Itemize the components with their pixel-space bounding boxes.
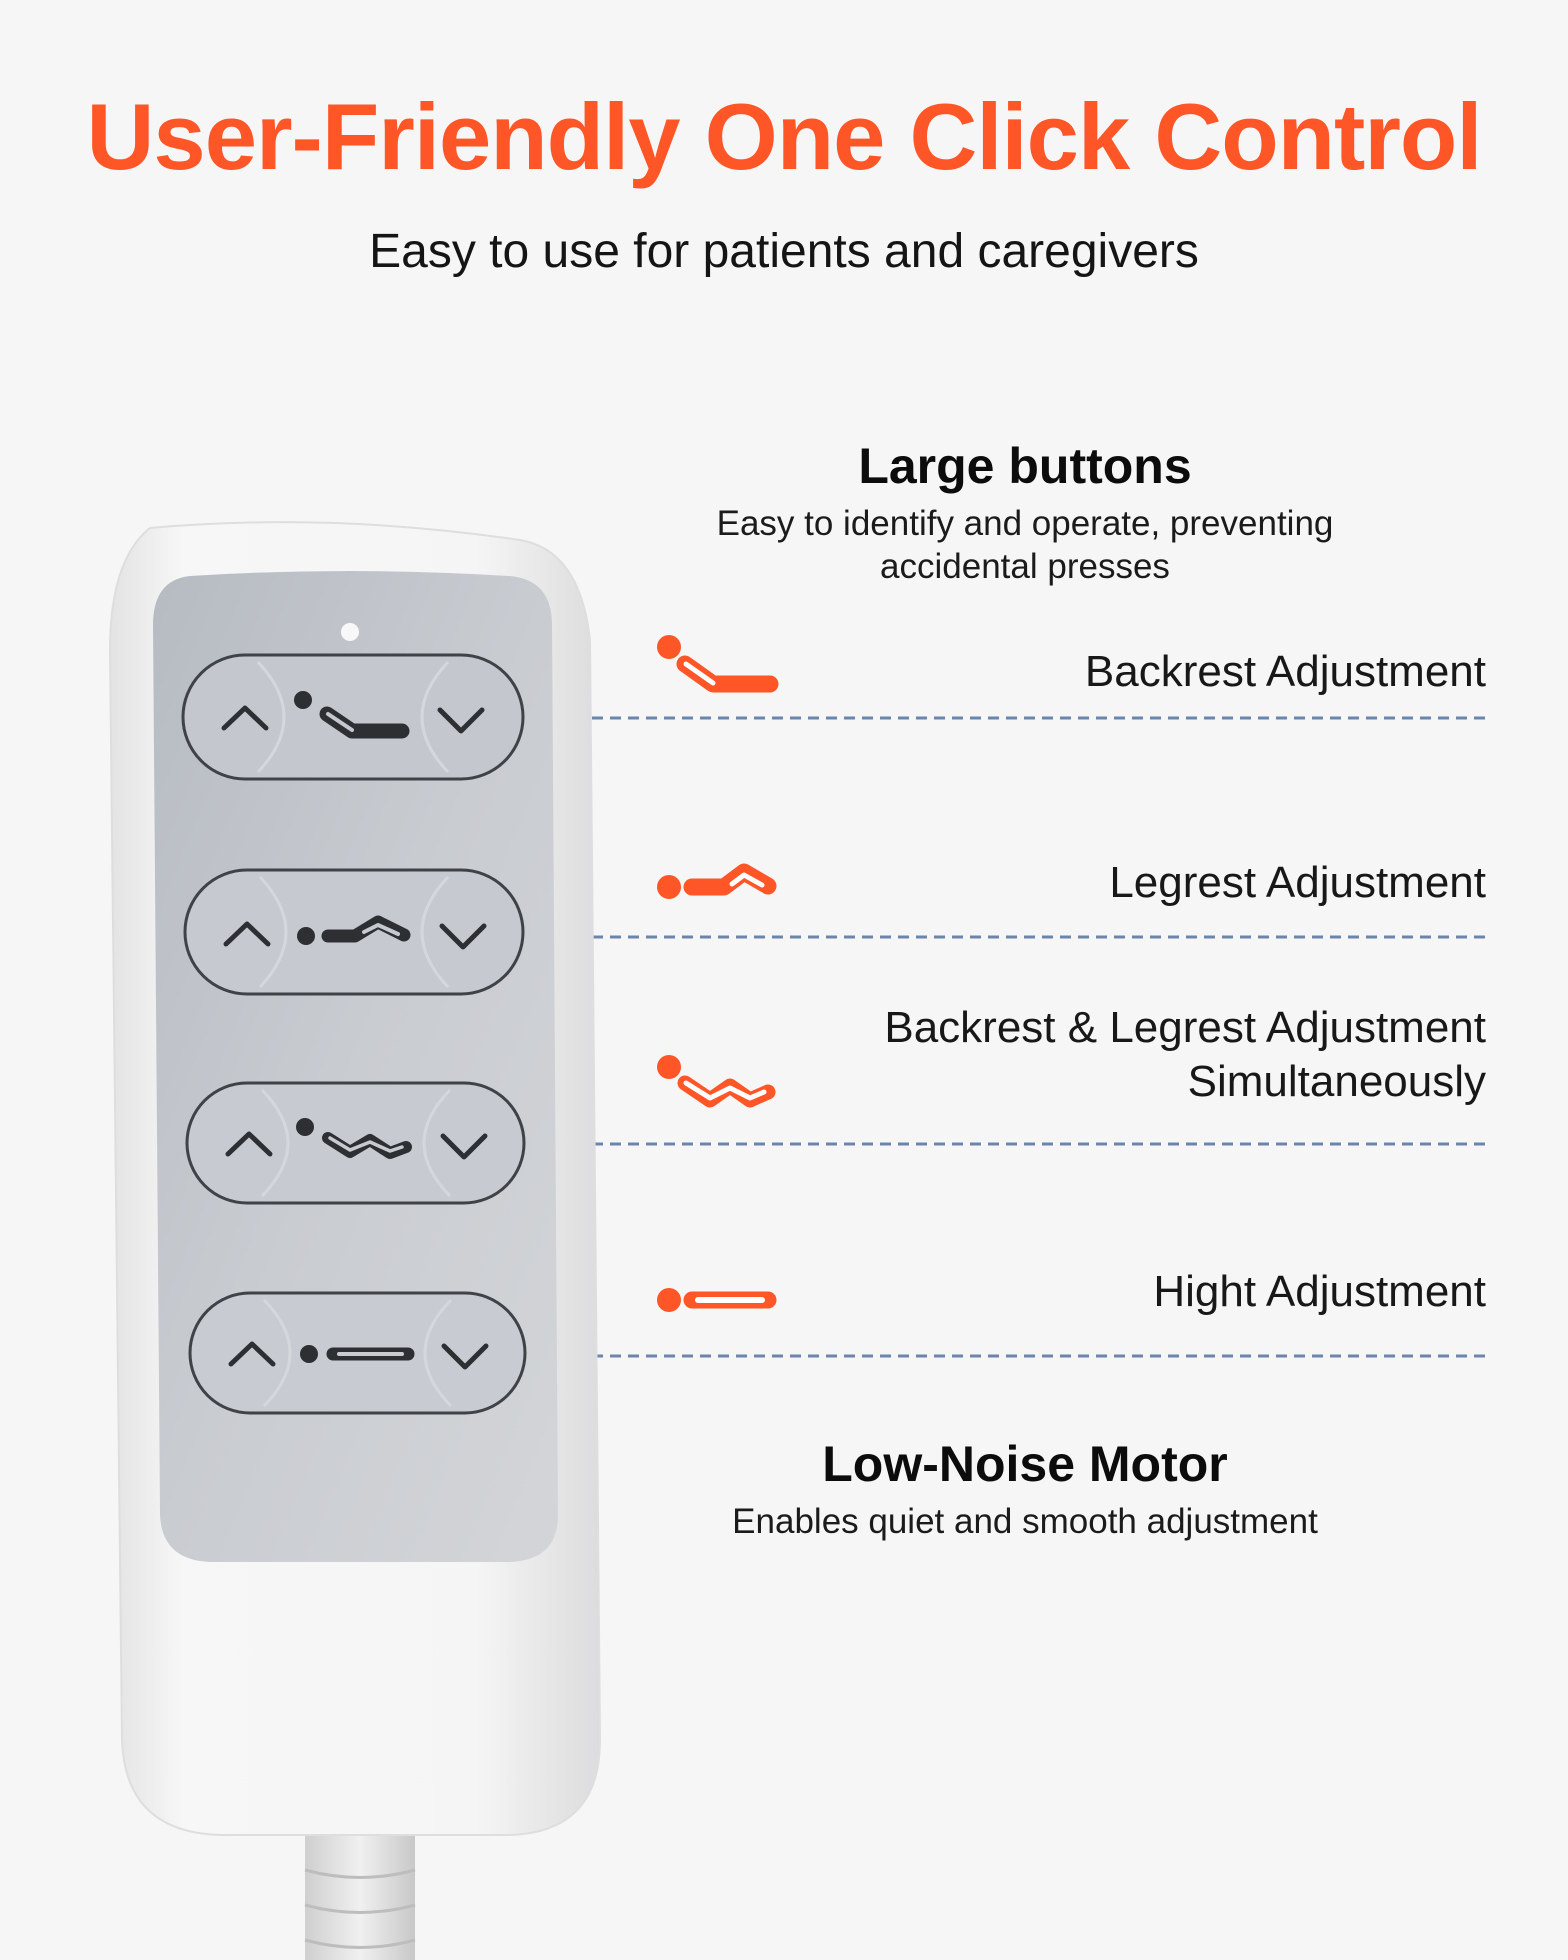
feature-description: Enables quiet and smooth adjustment <box>732 1502 1318 1541</box>
status-led <box>341 623 359 641</box>
legrest-icon <box>657 863 777 899</box>
arrow-up-icon <box>228 1341 276 1367</box>
page-title: User-Friendly One Click Control <box>86 84 1483 189</box>
feature-heading: Large buttons <box>858 438 1192 494</box>
feature-heading: Low-Noise Motor <box>822 1436 1228 1492</box>
function-label-line: Simultaneously <box>1187 1057 1486 1106</box>
backrest-rocker-button[interactable] <box>181 653 525 781</box>
arrow-down-icon <box>437 707 485 734</box>
page-subtitle: Easy to use for patients and caregivers <box>369 225 1199 278</box>
feature-large-buttons: Large buttons Easy to identify and opera… <box>640 436 1410 588</box>
height-icon <box>657 1288 777 1312</box>
backrest-legrest-rocker-button[interactable] <box>185 1081 526 1205</box>
remote-control <box>108 521 602 1960</box>
legrest-rocker-button[interactable] <box>183 868 525 996</box>
remote-cable <box>304 1820 416 1960</box>
feature-low-noise-motor: Low-Noise Motor Enables quiet and smooth… <box>640 1434 1410 1543</box>
function-label-backrest-legrest: Backrest & Legrest Adjustment Simultaneo… <box>884 1001 1486 1109</box>
arrow-down-icon <box>439 923 487 950</box>
feature-description-line: Easy to identify and operate, preventing <box>716 504 1334 543</box>
backrest-icon <box>657 635 779 693</box>
backrest-legrest-icon <box>657 1055 776 1108</box>
function-label-line: Backrest & Legrest Adjustment <box>884 1003 1486 1052</box>
arrow-up-icon <box>225 1131 273 1157</box>
function-label-height: Hight Adjustment <box>1153 1267 1486 1316</box>
arrow-down-icon <box>440 1133 488 1160</box>
arrow-up-icon <box>221 705 269 731</box>
function-label-legrest: Legrest Adjustment <box>1109 858 1486 907</box>
height-rocker-button[interactable] <box>188 1291 527 1415</box>
feature-description-line: accidental presses <box>880 547 1170 586</box>
arrow-up-icon <box>223 921 271 947</box>
arrow-down-icon <box>441 1343 489 1370</box>
feature-description: Easy to identify and operate, preventing… <box>640 502 1410 588</box>
function-label-backrest: Backrest Adjustment <box>1084 647 1486 696</box>
